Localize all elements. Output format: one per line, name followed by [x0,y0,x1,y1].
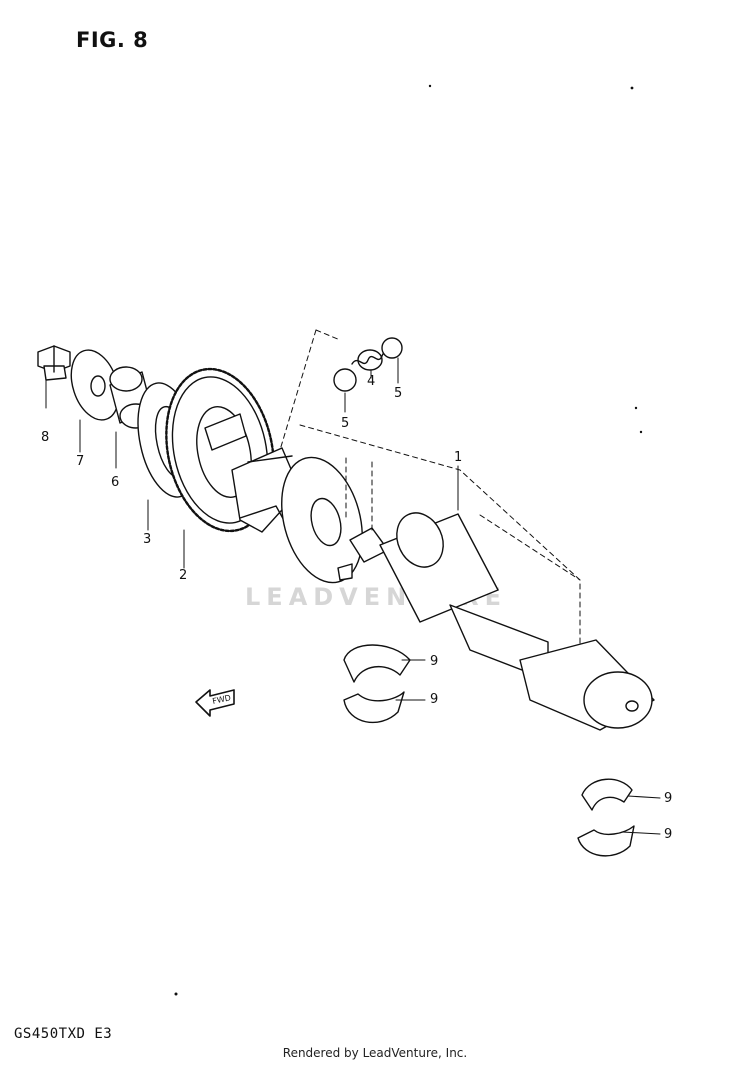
callout-7[interactable]: 7 [76,454,85,469]
woodruff-key[interactable] [337,563,353,581]
callout-1[interactable]: 1 [454,450,463,465]
part-5-plunger-right[interactable] [381,337,403,359]
model-code: GS450TXD E3 [14,1026,113,1042]
leader-lines [45,357,661,835]
scan-specks [174,84,643,996]
part-5-plunger-left[interactable] [333,368,357,392]
assembly-dashed-lines [279,329,581,646]
callout-4[interactable]: 4 [367,374,376,389]
part-9-bearing-lower-right[interactable] [577,825,635,857]
callout-9b[interactable]: 9 [430,692,439,707]
rendered-by-credit: Rendered by LeadVenture, Inc. [282,1046,468,1060]
callout-6[interactable]: 6 [111,475,120,490]
balancer-washer[interactable] [269,448,376,591]
callout-9a[interactable]: 9 [430,654,439,669]
callout-3[interactable]: 3 [143,532,152,547]
callout-9c[interactable]: 9 [664,791,673,806]
callout-9d[interactable]: 9 [664,827,673,842]
part-9-bearing-lower-left[interactable] [343,691,405,724]
figure-title: FIG. 8 [76,28,149,52]
fwd-direction-arrow: FWD [195,689,235,717]
part-8-bolt[interactable] [37,345,71,381]
callout-5b[interactable]: 5 [394,386,403,401]
callout-5a[interactable]: 5 [341,416,350,431]
callout-2[interactable]: 2 [179,568,188,583]
part-9-bearing-upper-right[interactable] [581,778,633,811]
part-7-washer[interactable] [63,344,127,426]
callout-8[interactable]: 8 [41,430,50,445]
part-9-bearing-upper-left[interactable] [343,644,411,683]
part-1-balancer-shaft[interactable] [349,505,655,731]
fwd-label: FWD [212,693,232,706]
